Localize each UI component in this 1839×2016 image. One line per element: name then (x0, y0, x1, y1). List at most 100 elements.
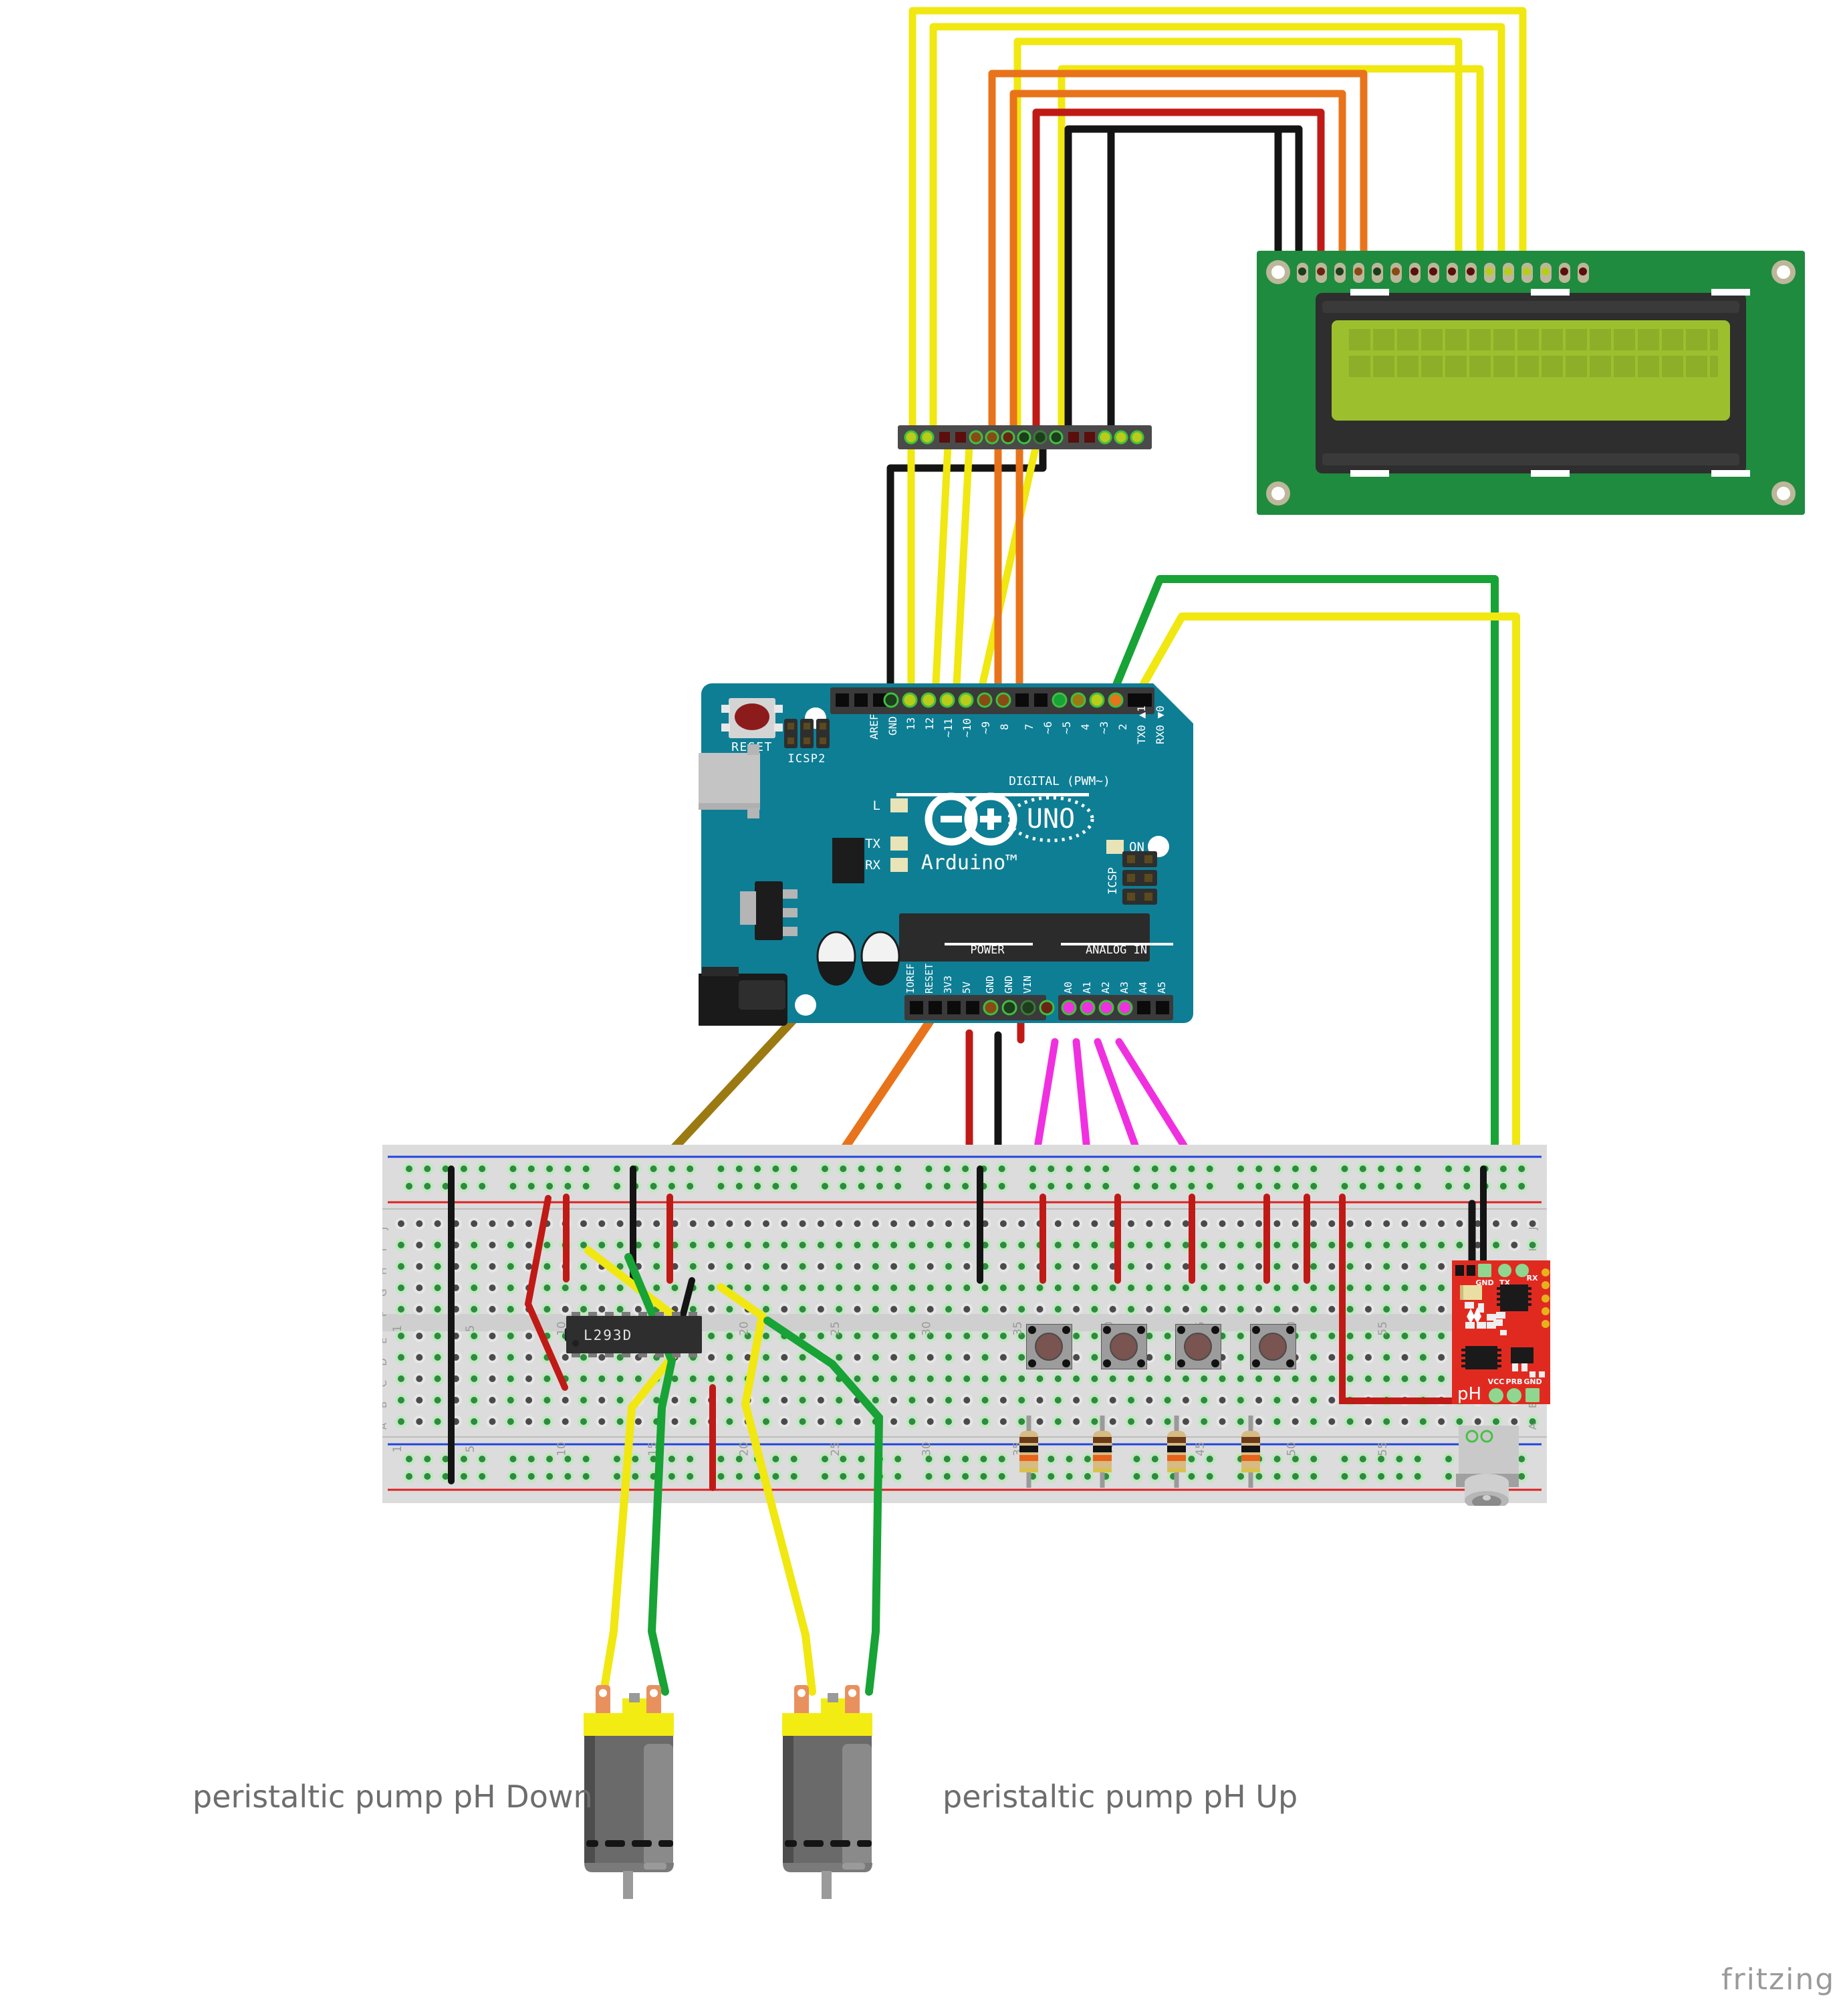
breadboard-hole[interactable] (778, 1330, 791, 1342)
breadboard-hole[interactable] (395, 1330, 407, 1342)
breadboard-hole[interactable] (687, 1218, 699, 1230)
breadboard-hole[interactable] (449, 1303, 462, 1315)
lcd-module[interactable] (1257, 251, 1805, 515)
breadboard-hole[interactable] (1161, 1303, 1174, 1315)
breadboard-hole[interactable] (705, 1373, 718, 1385)
breadboard-hole[interactable] (1380, 1373, 1393, 1385)
breadboard-hole[interactable] (1100, 1163, 1112, 1175)
breadboard-hole[interactable] (504, 1330, 517, 1342)
breadboard-hole[interactable] (1185, 1163, 1198, 1175)
breadboard-hole[interactable] (1070, 1218, 1083, 1230)
breadboard-hole[interactable] (1289, 1218, 1302, 1230)
breadboard-hole[interactable] (979, 1303, 991, 1315)
breadboard-hole[interactable] (1143, 1282, 1156, 1294)
pushbutton-2[interactable] (1101, 1324, 1147, 1369)
breadboard-hole[interactable] (1289, 1260, 1302, 1272)
breadboard-hole[interactable] (961, 1303, 973, 1315)
breadboard-hole[interactable] (1411, 1163, 1424, 1175)
breadboard-hole[interactable] (413, 1239, 426, 1251)
breadboard-hole[interactable] (1546, 1180, 1548, 1192)
breadboard-hole[interactable] (1338, 1163, 1351, 1175)
breadboard-hole[interactable] (1088, 1260, 1101, 1272)
breadboard-hole[interactable] (1125, 1282, 1137, 1294)
breadboard-hole[interactable] (1308, 1373, 1320, 1385)
breadboard-hole[interactable] (796, 1351, 809, 1363)
breadboard-hole[interactable] (1289, 1239, 1302, 1251)
breadboard-hole[interactable] (906, 1218, 918, 1230)
breadboard-hole[interactable] (596, 1239, 608, 1251)
breadboard-hole[interactable] (1344, 1303, 1356, 1315)
breadboard-hole[interactable] (1033, 1373, 1046, 1385)
breadboard-hole[interactable] (923, 1180, 935, 1192)
breadboard-hole[interactable] (1308, 1453, 1320, 1465)
breadboard-hole[interactable] (1063, 1453, 1076, 1465)
breadboard-hole[interactable] (977, 1163, 990, 1175)
breadboard-hole[interactable] (1015, 1416, 1028, 1428)
breadboard-hole[interactable] (580, 1180, 592, 1192)
breadboard-hole[interactable] (1070, 1239, 1083, 1251)
breadboard-hole[interactable] (449, 1330, 462, 1342)
breadboard-hole[interactable] (1088, 1394, 1101, 1406)
breadboard-hole[interactable] (1081, 1180, 1094, 1192)
breadboard-hole[interactable] (1417, 1394, 1429, 1406)
breadboard-hole[interactable] (1148, 1180, 1161, 1192)
breadboard-hole[interactable] (1271, 1239, 1283, 1251)
breadboard-hole[interactable] (1130, 1163, 1143, 1175)
breadboard-hole[interactable] (1393, 1180, 1406, 1192)
breadboard-hole[interactable] (751, 1470, 764, 1482)
breadboard-hole[interactable] (687, 1416, 699, 1428)
breadboard-hole[interactable] (733, 1163, 745, 1175)
breadboard-hole[interactable] (614, 1282, 626, 1294)
breadboard-hole[interactable] (1508, 1218, 1521, 1230)
breadboard-hole[interactable] (943, 1260, 955, 1272)
breadboard-hole[interactable] (924, 1351, 937, 1363)
breadboard-hole[interactable] (543, 1453, 556, 1465)
breadboard-hole[interactable] (1344, 1218, 1356, 1230)
dc-motor-ph-down[interactable] (584, 1685, 674, 1899)
breadboard-hole[interactable] (1015, 1303, 1028, 1315)
breadboard-hole[interactable] (723, 1218, 736, 1230)
breadboard-hole[interactable] (1179, 1218, 1192, 1230)
breadboard-hole[interactable] (959, 1470, 972, 1482)
breadboard-hole[interactable] (504, 1218, 517, 1230)
breadboard-hole[interactable] (1362, 1351, 1374, 1363)
breadboard-hole[interactable] (1106, 1260, 1119, 1272)
breadboard-hole[interactable] (943, 1239, 955, 1251)
breadboard-hole[interactable] (741, 1394, 754, 1406)
breadboard-hole[interactable] (961, 1394, 973, 1406)
breadboard-hole[interactable] (1161, 1373, 1174, 1385)
breadboard-hole[interactable] (741, 1260, 754, 1272)
breadboard-hole[interactable] (476, 1453, 489, 1465)
breadboard-hole[interactable] (814, 1330, 827, 1342)
breadboard-hole[interactable] (977, 1180, 990, 1192)
breadboard-hole[interactable] (449, 1218, 462, 1230)
breadboard-hole[interactable] (1253, 1416, 1265, 1428)
breadboard-hole[interactable] (1497, 1163, 1509, 1175)
breadboard-hole[interactable] (541, 1330, 554, 1342)
breadboard-hole[interactable] (650, 1239, 663, 1251)
breadboard-hole[interactable] (504, 1373, 517, 1385)
breadboard-hole[interactable] (1143, 1416, 1156, 1428)
breadboard-hole[interactable] (1148, 1163, 1161, 1175)
breadboard-hole[interactable] (997, 1218, 1009, 1230)
breadboard-hole[interactable] (796, 1239, 809, 1251)
breadboard-hole[interactable] (943, 1394, 955, 1406)
breadboard-hole[interactable] (979, 1260, 991, 1272)
breadboard-hole[interactable] (833, 1282, 846, 1294)
breadboard-hole[interactable] (1338, 1453, 1351, 1465)
breadboard-hole[interactable] (1143, 1303, 1156, 1315)
breadboard-hole[interactable] (1234, 1218, 1247, 1230)
breadboard-hole[interactable] (1417, 1282, 1429, 1294)
usb-connector[interactable] (699, 744, 760, 818)
breadboard-hole[interactable] (851, 1416, 864, 1428)
breadboard-hole[interactable] (596, 1282, 608, 1294)
breadboard-hole[interactable] (449, 1260, 462, 1272)
breadboard-hole[interactable] (1411, 1453, 1424, 1465)
breadboard-hole[interactable] (486, 1373, 499, 1385)
breadboard-hole[interactable] (1027, 1163, 1039, 1175)
breadboard-hole[interactable] (1033, 1260, 1046, 1272)
breadboard-hole[interactable] (403, 1163, 415, 1175)
breadboard-hole[interactable] (421, 1470, 434, 1482)
breadboard-hole[interactable] (851, 1330, 864, 1342)
breadboard-hole[interactable] (578, 1282, 590, 1294)
